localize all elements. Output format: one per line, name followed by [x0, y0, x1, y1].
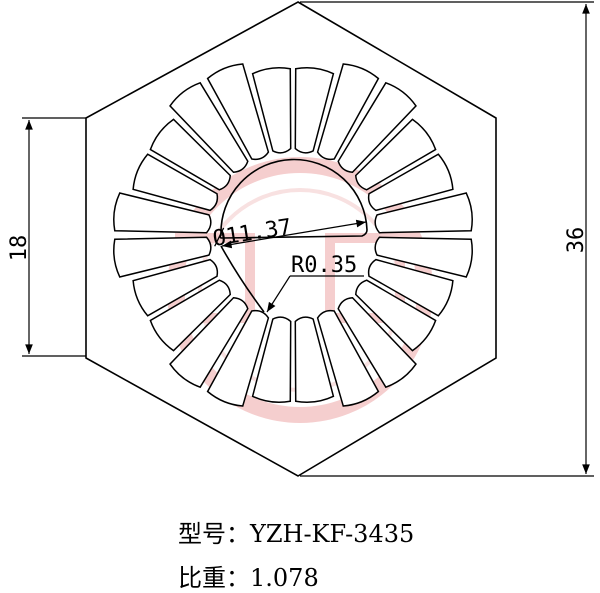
fin-slot [337, 81, 417, 174]
fin-slot [354, 279, 437, 352]
weight-label: 比重： [178, 564, 250, 592]
fin-slot [251, 67, 292, 154]
heatsink-profile-drawing: 18 36 Ø11.37 R0.35 [7, 1, 594, 477]
fin-slot [206, 309, 270, 407]
fin-slot [149, 279, 232, 352]
central-semicircle-cutout [219, 158, 368, 239]
fin-slot [374, 236, 473, 278]
fin-slot [149, 118, 232, 191]
fin-slot [294, 316, 335, 403]
weight-value: 1.078 [250, 564, 319, 592]
dim-label-18: 18 [7, 235, 32, 262]
dim-label-radius: R0.35 [291, 253, 357, 278]
fin-slot [316, 309, 380, 407]
dimension-right: 36 [300, 1, 594, 477]
fin-slot [113, 192, 212, 234]
fin-slot [316, 63, 380, 161]
fin-slot [206, 63, 270, 161]
fin-slot [132, 258, 219, 317]
fin-slot [113, 236, 212, 278]
lower-root-outline [220, 245, 265, 313]
fin-slot [374, 192, 473, 234]
fin-slot [169, 81, 249, 174]
model-value: YZH-KF-3435 [250, 520, 415, 548]
fin-slot [367, 258, 454, 317]
fin-slots [113, 63, 473, 407]
model-label: 型号： [178, 520, 250, 548]
dim-label-36: 36 [564, 227, 589, 254]
dimension-left: 18 [7, 117, 86, 357]
fin-slot [251, 316, 292, 403]
fin-slot [169, 296, 249, 389]
model-caption: 型号：YZH-KF-3435 [178, 514, 414, 549]
fin-slot [354, 118, 437, 191]
fin-slot [294, 67, 335, 154]
fin-slot [337, 296, 417, 389]
radius-dimension: R0.35 [266, 253, 364, 313]
weight-caption: 比重：1.078 [178, 558, 319, 593]
fin-slot [132, 153, 219, 212]
fin-slot [367, 153, 454, 212]
